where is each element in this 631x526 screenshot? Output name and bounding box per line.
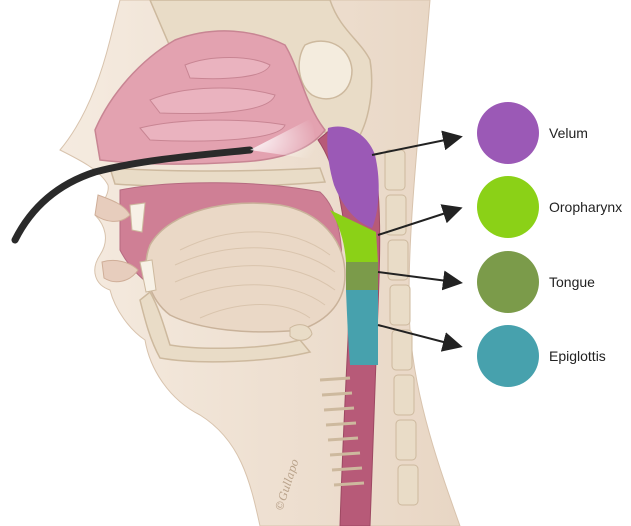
- tongue: [146, 203, 345, 332]
- epiglottis-swatch: [477, 325, 539, 387]
- legend-label: Oropharynx: [549, 199, 622, 215]
- legend-item-oropharynx: Oropharynx: [477, 176, 622, 238]
- upper-incisor: [130, 203, 145, 232]
- region-tongue-base: [346, 262, 378, 290]
- legend-item-tongue: Tongue: [477, 251, 595, 313]
- legend-label: Velum: [549, 125, 588, 141]
- legend-item-velum: Velum: [477, 102, 588, 164]
- legend-label: Epiglottis: [549, 348, 606, 364]
- legend-item-epiglottis: Epiglottis: [477, 325, 606, 387]
- region-epiglottis: [346, 290, 378, 365]
- velum-swatch: [477, 102, 539, 164]
- legend-label: Tongue: [549, 274, 595, 290]
- oropharynx-swatch: [477, 176, 539, 238]
- sphenoid-sinus: [299, 41, 352, 99]
- tongue-swatch: [477, 251, 539, 313]
